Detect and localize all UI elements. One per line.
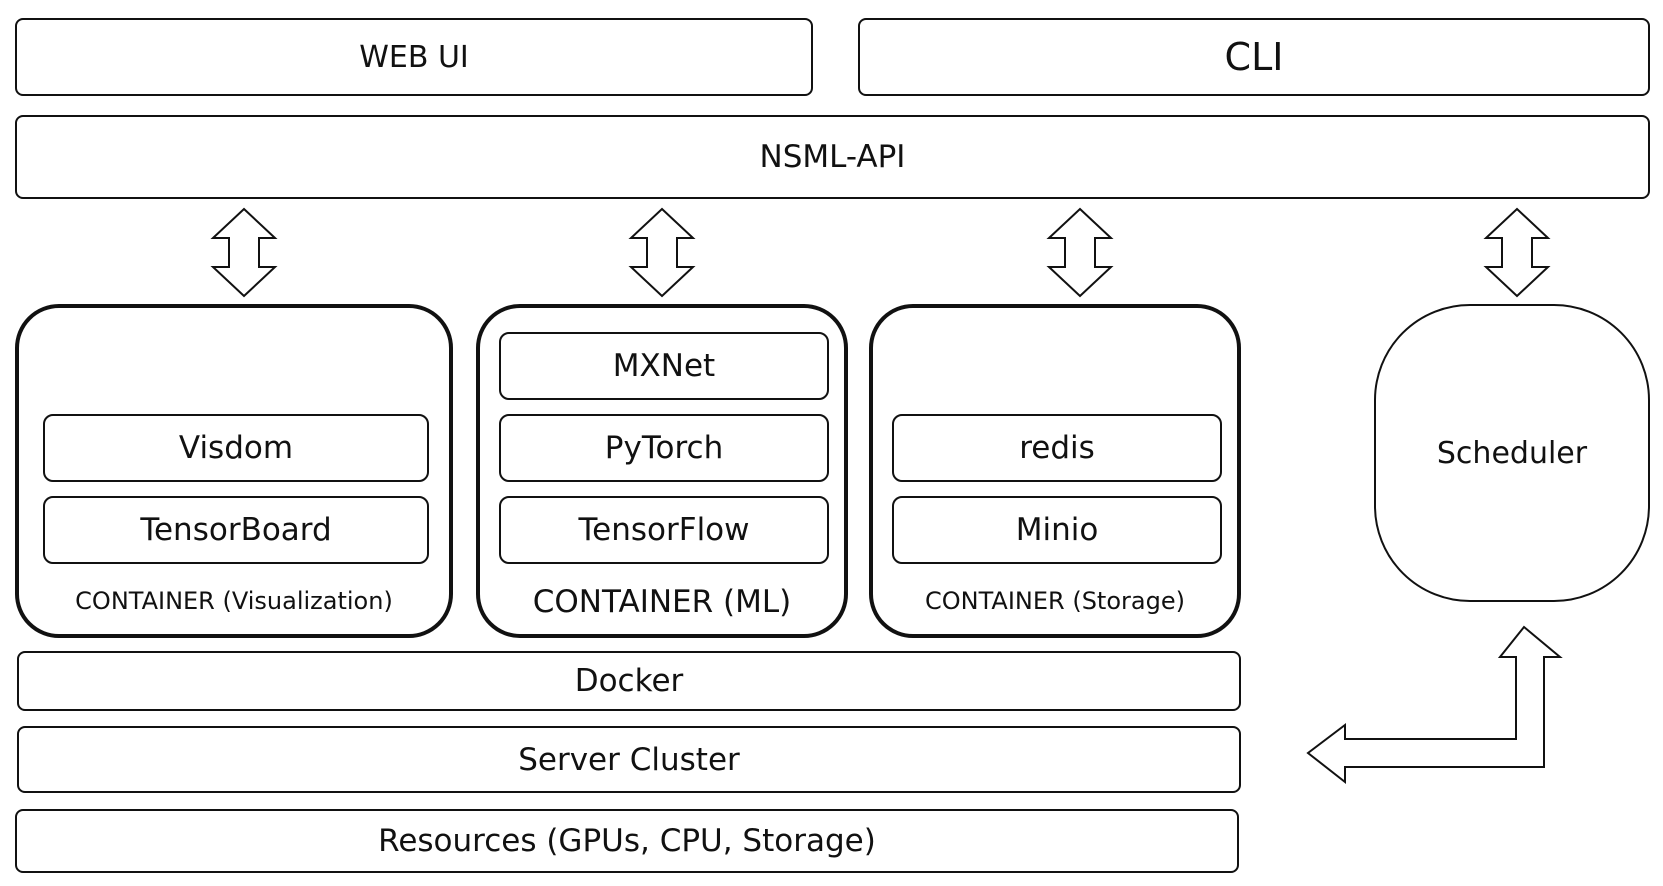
container-visualization: Visdom TensorBoard CONTAINER (Visualizat… bbox=[15, 304, 453, 638]
container-ml-label: CONTAINER (ML) bbox=[532, 584, 792, 620]
double-arrow-visualization bbox=[210, 207, 278, 298]
mxnet-box: MXNet bbox=[499, 332, 829, 400]
double-arrow-ml bbox=[628, 207, 696, 298]
scheduler-node: Scheduler bbox=[1374, 304, 1650, 602]
elbow-arrow-scheduler-to-cluster bbox=[1306, 625, 1563, 785]
web-ui-box: WEB UI bbox=[15, 18, 813, 96]
cli-label: CLI bbox=[1224, 35, 1284, 79]
visdom-label: Visdom bbox=[178, 430, 294, 466]
container-visualization-label: CONTAINER (Visualization) bbox=[75, 587, 393, 615]
visdom-box: Visdom bbox=[43, 414, 429, 482]
mxnet-label: MXNet bbox=[612, 348, 716, 384]
container-ml: MXNet PyTorch TensorFlow CONTAINER (ML) bbox=[476, 304, 848, 638]
tensorboard-label: TensorBoard bbox=[140, 512, 332, 548]
tensorflow-label: TensorFlow bbox=[578, 512, 750, 548]
redis-label: redis bbox=[1019, 430, 1095, 466]
container-storage: redis Minio CONTAINER (Storage) bbox=[869, 304, 1241, 638]
server-cluster-label: Server Cluster bbox=[518, 741, 740, 778]
tensorflow-box: TensorFlow bbox=[499, 496, 829, 564]
pytorch-label: PyTorch bbox=[604, 430, 724, 466]
nsml-api-label: NSML-API bbox=[759, 139, 906, 175]
minio-label: Minio bbox=[1015, 512, 1099, 548]
docker-box: Docker bbox=[17, 651, 1241, 711]
nsml-api-box: NSML-API bbox=[15, 115, 1650, 199]
cli-box: CLI bbox=[858, 18, 1650, 96]
scheduler-label: Scheduler bbox=[1436, 435, 1588, 471]
server-cluster-box: Server Cluster bbox=[17, 726, 1241, 793]
pytorch-box: PyTorch bbox=[499, 414, 829, 482]
tensorboard-box: TensorBoard bbox=[43, 496, 429, 564]
redis-box: redis bbox=[892, 414, 1222, 482]
resources-box: Resources (GPUs, CPU, Storage) bbox=[15, 809, 1239, 873]
double-arrow-storage bbox=[1046, 207, 1114, 298]
web-ui-label: WEB UI bbox=[359, 39, 469, 75]
resources-label: Resources (GPUs, CPU, Storage) bbox=[378, 823, 876, 859]
minio-box: Minio bbox=[892, 496, 1222, 564]
container-storage-label: CONTAINER (Storage) bbox=[925, 587, 1185, 615]
docker-label: Docker bbox=[574, 663, 684, 699]
double-arrow-scheduler bbox=[1483, 207, 1551, 298]
